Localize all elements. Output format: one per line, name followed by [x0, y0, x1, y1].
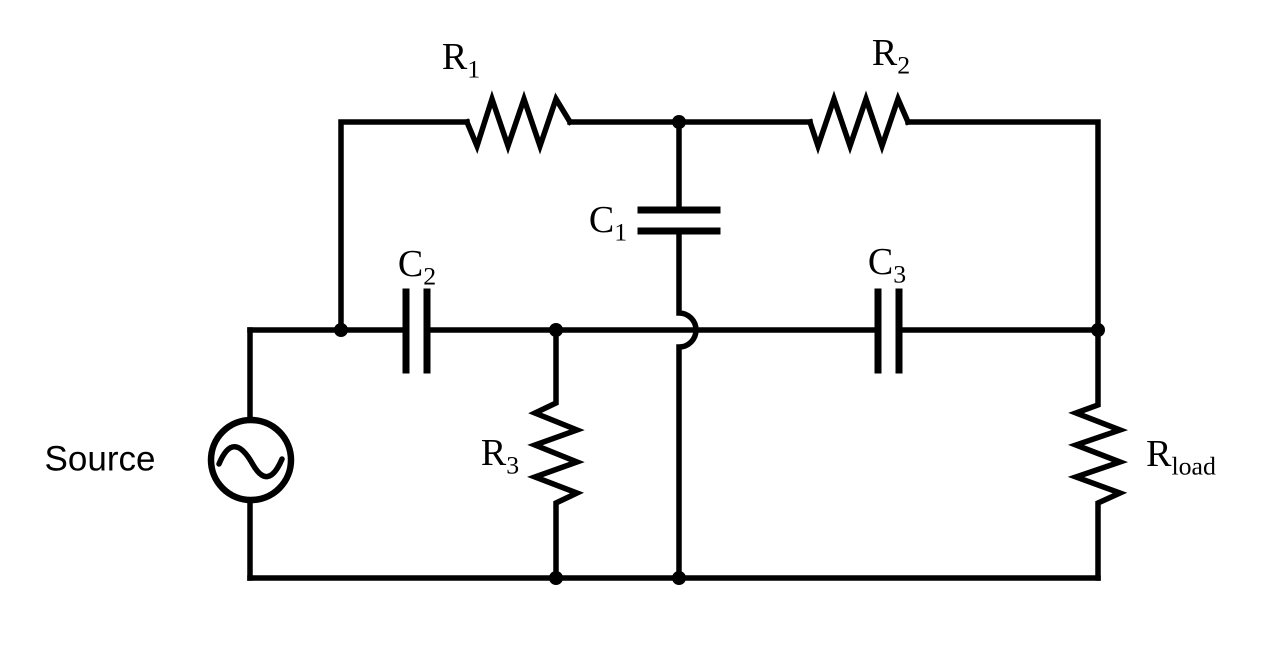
- label-c3-sub: 3: [893, 259, 907, 289]
- label-rload-sub: load: [1171, 451, 1216, 481]
- label-r1: R1: [441, 36, 480, 82]
- junction-dot: [672, 115, 686, 129]
- label-c1-main: C: [588, 199, 615, 241]
- label-r3-main: R: [480, 432, 507, 474]
- label-r2-sub: 2: [897, 50, 911, 80]
- wire-left-branch: [338, 119, 470, 333]
- wire-group: [207, 90, 1129, 581]
- label-c3-main: C: [867, 241, 894, 283]
- label-r1-main: R: [441, 36, 468, 78]
- resistor-r3-symbol: [527, 327, 585, 581]
- label-r2: R2: [871, 32, 910, 78]
- label-r3: R3: [480, 432, 519, 478]
- resistor-r1-symbol: [463, 90, 574, 155]
- junction-dot-group: [334, 115, 1105, 585]
- label-c2-main: C: [397, 243, 424, 285]
- junction-dot: [334, 323, 348, 337]
- wire-c1-bottom-hop: [676, 231, 699, 581]
- junction-dot: [549, 323, 563, 337]
- label-r1-sub: 1: [467, 54, 481, 84]
- label-r3-sub: 3: [506, 450, 520, 480]
- label-rload: Rload: [1146, 433, 1216, 479]
- label-rload-main: R: [1146, 433, 1172, 475]
- ac-source-sine-icon: [216, 444, 285, 480]
- label-r2-main: R: [871, 32, 898, 74]
- label-c2: C2: [397, 243, 436, 289]
- resistor-r2-symbol: [806, 90, 912, 155]
- label-c1-sub: 1: [614, 217, 628, 247]
- label-c3: C3: [867, 241, 906, 287]
- junction-dot: [549, 571, 563, 585]
- label-c1: C1: [588, 199, 627, 245]
- label-source-text: Source: [44, 439, 156, 479]
- label-c2-sub: 2: [423, 261, 437, 291]
- resistor-rload-symbol: [1067, 327, 1129, 581]
- wire-top-right: [905, 119, 1101, 333]
- junction-dot: [1091, 323, 1105, 337]
- label-source: Source: [45, 442, 156, 477]
- junction-dot: [672, 571, 686, 585]
